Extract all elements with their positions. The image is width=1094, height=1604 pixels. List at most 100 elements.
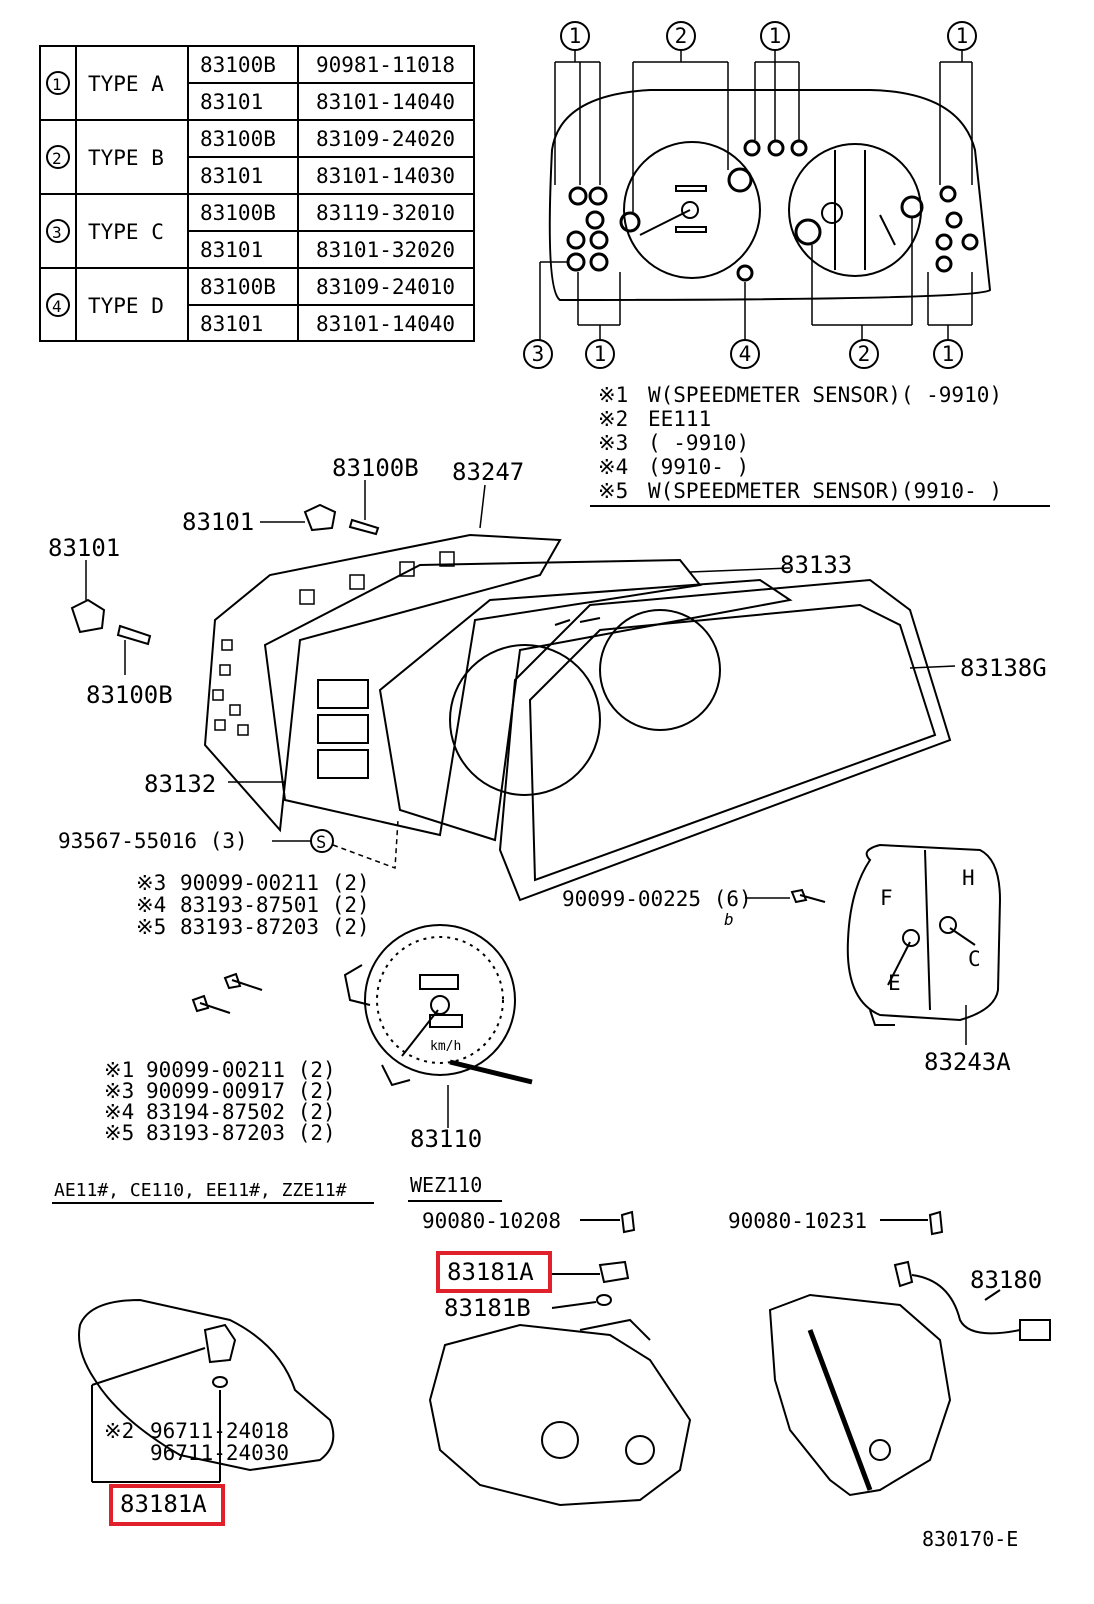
screw-mark: ※4 (104, 1100, 134, 1124)
type-name: TYPE B (88, 146, 164, 170)
callout-number: 1 (769, 24, 782, 48)
screw-mark: ※3 (104, 1079, 134, 1103)
callout-number: 2 (858, 342, 871, 366)
part-labels-small: 93567-55016 (3) 90099-00225 (6) 90080-10… (58, 829, 867, 1233)
screw-mark: ※5 (104, 1121, 134, 1145)
part-cell: 83101 (200, 164, 263, 188)
part-label-83133: 83133 (780, 551, 852, 579)
callout-number: 4 (739, 342, 752, 366)
part-label-83110: 83110 (410, 1125, 482, 1153)
fuel-full-mark: F (880, 886, 893, 910)
part-cell: 83101-32020 (316, 238, 455, 262)
part-label-83243A: 83243A (924, 1048, 1011, 1076)
screw-part: 90099-00211 (2) (146, 1058, 336, 1082)
notes: ※1 W(SPEEDMETER SENSOR)( -9910) ※2 EE111… (598, 383, 1002, 503)
temp-cold-mark: C (968, 947, 981, 971)
part-cell: 83101-14040 (316, 90, 455, 114)
part-cell: 83101-14030 (316, 164, 455, 188)
part-cell: 83119-32010 (316, 201, 455, 225)
screw-part: 83193-87203 (2) (180, 915, 370, 939)
screw-mark: ※3 (136, 871, 166, 895)
part-label-83180: 83180 (970, 1266, 1042, 1294)
printed-circuit-board (203, 533, 562, 833)
callout-number: 1 (569, 24, 582, 48)
screw-part: 90099-00211 (2) (180, 871, 370, 895)
part-label-83181A-mid: 83181A (447, 1258, 534, 1286)
screw-list-upper: ※3 90099-00211 (2) ※4 83193-87501 (2) ※5… (136, 871, 370, 939)
note-text: EE111 (648, 407, 711, 431)
screw-mark: ※4 (136, 893, 166, 917)
exploded-cluster (70, 503, 952, 1014)
part-cell: 83109-24020 (316, 127, 455, 151)
b-mark: b (724, 910, 734, 929)
bulb-socket-83101-left (70, 598, 106, 634)
type-name: TYPE A (88, 72, 164, 96)
variant-mark: ※2 (104, 1419, 134, 1443)
part-cell: 83100B (200, 127, 276, 151)
section-headers: AE11#, CE110, EE11#, ZZE11# WEZ110 (52, 1173, 502, 1204)
note-text: ( -9910) (648, 431, 749, 455)
dial-plate (378, 578, 793, 842)
note-mark: ※5 (598, 479, 628, 503)
transmission-left (78, 1298, 335, 1483)
screw-part: 83193-87501 (2) (180, 893, 370, 917)
part-cell: 83101 (200, 312, 263, 336)
part-label-83100B-top: 83100B (332, 454, 419, 482)
part-cell: 83109-24010 (316, 275, 455, 299)
part-label-90099-00225: 90099-00225 (6) (562, 887, 752, 911)
part-label-83100B-left: 83100B (86, 681, 173, 709)
bulb-83100B-left (116, 624, 152, 646)
bulb-sockets (566, 139, 979, 282)
highlight-box-83181A-bottom (109, 1484, 225, 1526)
temp-hot-mark: H (962, 866, 975, 890)
s-symbol: S (316, 833, 326, 853)
speedometer-unit: km/h (430, 1039, 461, 1054)
variant-part: 96711-24030 (150, 1441, 289, 1465)
screw-part: 90099-00917 (2) (146, 1079, 336, 1103)
highlight-box-83181A-mid (436, 1251, 552, 1293)
section-models-left: AE11#, CE110, EE11#, ZZE11# (54, 1180, 347, 1201)
type-table (39, 45, 475, 342)
type-num: 1 (52, 75, 62, 94)
type-num: 4 (52, 297, 62, 316)
screw-part: 83194-87502 (2) (146, 1100, 336, 1124)
part-label-83132: 83132 (144, 770, 216, 798)
part-labels: 83100B 83247 83101 83101 83133 83138G 83… (48, 454, 1047, 1518)
fuel-empty-mark: E (888, 971, 901, 995)
diagram-code: 830170-E (922, 1527, 1018, 1551)
part-cell: 83100B (200, 275, 276, 299)
note-text: (9910- ) (648, 455, 749, 479)
gauge-markings: F E H C (880, 866, 981, 995)
combination-meter-glass (498, 578, 952, 902)
screw-mark: ※5 (136, 915, 166, 939)
note-mark: ※4 (598, 455, 628, 479)
fuel-temp-gauge-83243A (846, 843, 1002, 1026)
part-label-83181A-bottom: 83181A (120, 1490, 207, 1518)
variant-part: 96711-24018 (150, 1419, 289, 1443)
note-text: W(SPEEDMETER SENSOR)(9910- ) (648, 479, 1002, 503)
part-label-83181B: 83181B (444, 1294, 531, 1322)
part-cell: 83101 (200, 238, 263, 262)
section-model-mid: WEZ110 (410, 1173, 482, 1197)
part-cell: 83101 (200, 90, 263, 114)
part-label-83247: 83247 (452, 458, 524, 486)
part-cell: 83100B (200, 53, 276, 77)
callout-number: 1 (594, 342, 607, 366)
callout-number: 2 (675, 24, 688, 48)
cluster-case (263, 558, 702, 837)
note-mark: ※2 (598, 407, 628, 431)
speedometer-83110 (343, 924, 533, 1087)
note-mark: ※1 (598, 383, 628, 407)
part-cell: 83100B (200, 201, 276, 225)
part-cell: 90981-11018 (316, 53, 455, 77)
type-name: TYPE D (88, 294, 164, 318)
part-cell: 83101-14040 (316, 312, 455, 336)
cluster-callout-labels: 1 2 1 1 3 1 4 2 1 (532, 24, 969, 366)
part-label-90080-10231: 90080-10231 (728, 1209, 867, 1233)
note-text: W(SPEEDMETER SENSOR)( -9910) (648, 383, 1002, 407)
screw-mark: ※1 (104, 1058, 134, 1082)
transmission-mid (428, 1210, 692, 1507)
type-num: 2 (52, 149, 62, 168)
part-label-93567: 93567-55016 (3) (58, 829, 248, 853)
